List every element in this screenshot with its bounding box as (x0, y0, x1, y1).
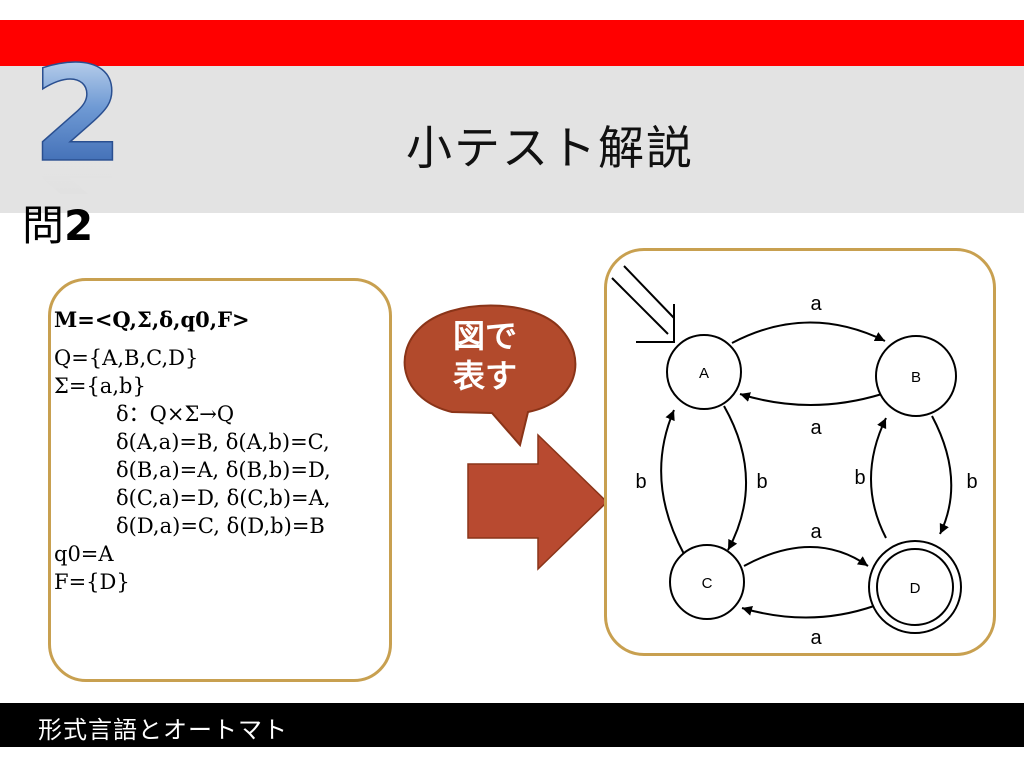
speech-bubble-text: 図で 表す (440, 316, 530, 396)
state-a-label: A (699, 365, 709, 382)
definition-text: M=<Q,Σ,δ,q0,F> Q={A,B,C,D} Σ={a,b} δ：Q×Σ… (54, 306, 394, 596)
right-arrow (467, 433, 609, 571)
label-a-to-c: b (756, 471, 767, 493)
problem-label-kanji: 問 (22, 201, 65, 250)
transition-d-to-c (741, 605, 875, 619)
title-band (0, 66, 1024, 213)
transition-b-to-d (931, 415, 953, 535)
label-a-to-b: a (810, 293, 822, 315)
slide-title: 小テスト解説 (406, 121, 694, 175)
transition-b-to-a (739, 392, 883, 406)
transition-a-to-b (731, 321, 886, 344)
state-d-label: D (910, 580, 921, 597)
def-line-delta-c: δ(C,a)=D, δ(C,b)=A, (116, 486, 331, 510)
footer-bar (0, 703, 1024, 747)
state-b-label: B (911, 369, 921, 386)
automaton-tuple: M=<Q,Σ,δ,q0,F> (54, 307, 250, 332)
slide-number-graphic: 2 2 (31, 52, 124, 194)
footer-course-title: 形式言語とオートマト (38, 716, 288, 744)
label-c-to-a: b (635, 471, 646, 493)
def-line-delta-signature: δ：Q×Σ→Q (116, 402, 235, 426)
speech-bubble-line1: 図で (452, 317, 517, 355)
def-line-delta-d: δ(D,a)=C, δ(D,b)=B (116, 514, 325, 538)
transition-d-to-b (870, 417, 887, 539)
speech-bubble (403, 304, 577, 448)
def-line-states: Q={A,B,C,D} (54, 346, 199, 370)
label-c-to-d: a (810, 521, 822, 543)
def-line-alphabet: Σ={a,b} (54, 374, 146, 398)
def-line-delta-a: δ(A,a)=B, δ(A,b)=C, (116, 430, 330, 454)
def-line-final-states: F={D} (54, 570, 130, 594)
transition-c-to-a (660, 409, 685, 555)
state-a: A (666, 334, 742, 410)
state-c-label: C (702, 575, 713, 592)
transition-c-to-d (743, 546, 869, 567)
state-diagram: a a b b b b a a A B C D (611, 265, 978, 649)
speech-bubble-line2: 表す (452, 357, 517, 395)
state-c: C (669, 544, 745, 620)
state-b: B (875, 335, 957, 417)
label-b-to-a: a (810, 417, 822, 439)
def-line-delta-b: δ(B,a)=A, δ(B,b)=D, (116, 458, 331, 482)
problem-label: 問2 (22, 192, 93, 253)
transition-a-to-c (723, 405, 748, 551)
state-d-accepting: D (868, 540, 962, 634)
top-red-bar (0, 20, 1024, 66)
start-arrow (611, 265, 675, 343)
def-line-start-state: q0=A (54, 542, 114, 566)
problem-number: 2 (64, 201, 94, 250)
label-d-to-c: a (810, 627, 822, 649)
label-b-to-d: b (966, 471, 977, 493)
slide-number: 2 (32, 52, 124, 192)
slide-number-reflection: 2 (32, 128, 124, 194)
definition-box (48, 278, 392, 682)
label-d-to-b: b (854, 467, 865, 489)
